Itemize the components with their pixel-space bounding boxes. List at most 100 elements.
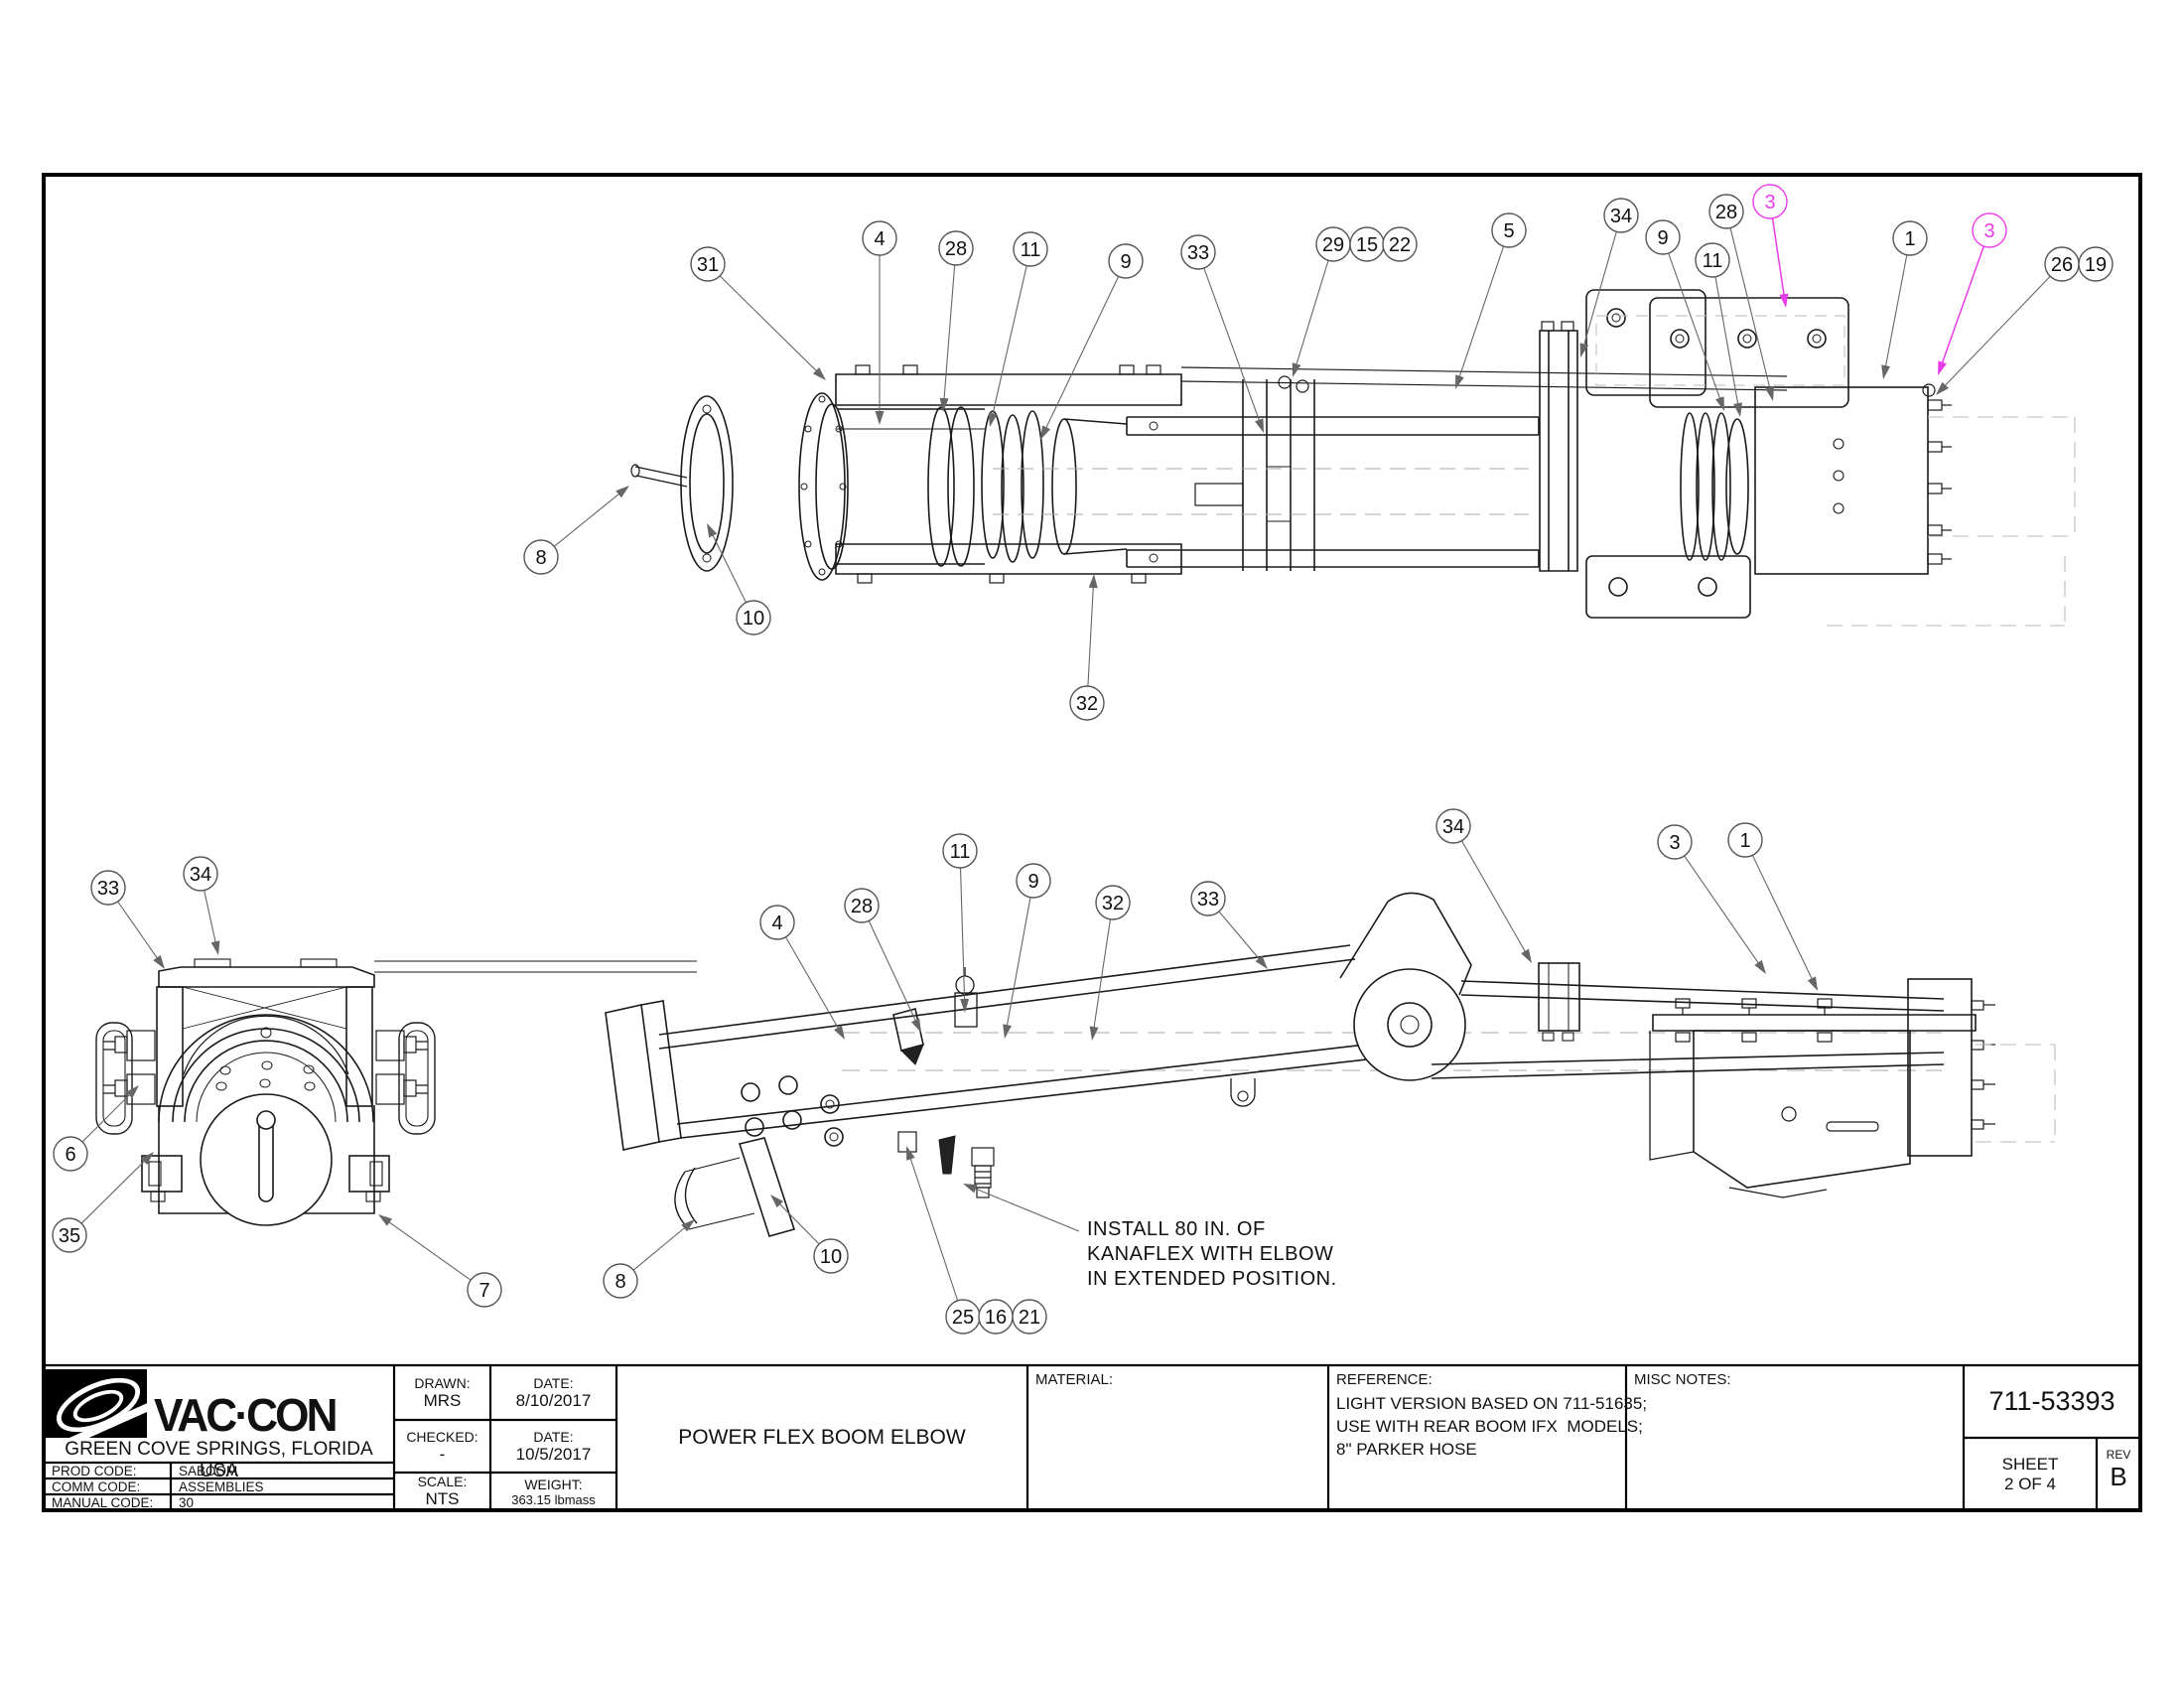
balloon-number-7: 7	[478, 1280, 489, 1302]
balloon-5	[1491, 212, 1527, 248]
misc-notes-label: MISC NOTES:	[1634, 1371, 1731, 1388]
balloon-number-10: 10	[743, 608, 764, 630]
leader-line-34	[1582, 231, 1617, 349]
note-leader-arrow	[963, 1184, 978, 1194]
leader-arrow-33	[1255, 955, 1268, 969]
balloon-number-32: 32	[1076, 693, 1098, 715]
balloon-28	[1708, 194, 1744, 229]
leader-line-29	[1295, 260, 1329, 368]
scale-value: NTS	[425, 1489, 460, 1508]
balloon-number-8: 8	[614, 1271, 625, 1293]
balloon-28	[844, 888, 880, 923]
balloon-34	[1435, 808, 1471, 844]
weight-label: WEIGHT:	[524, 1476, 583, 1492]
leader-line-31	[719, 275, 820, 374]
balloon-11	[1695, 242, 1730, 278]
leader-line-11	[1714, 276, 1739, 408]
title-block-grid	[44, 1363, 2140, 1510]
leader-line-3	[1684, 855, 1761, 967]
leader-line-10	[710, 531, 747, 604]
leader-line-9	[1006, 897, 1031, 1030]
balloon-number-1: 1	[1904, 228, 1915, 250]
leader-arrow-1	[1881, 364, 1891, 379]
drawn-label: DRAWN:	[414, 1374, 471, 1391]
leader-line-9	[1043, 276, 1120, 432]
balloon-9	[1108, 243, 1144, 279]
install-note-line-3: IN EXTENDED POSITION.	[1087, 1268, 1337, 1290]
install-note-line-1: INSTALL 80 IN. OF	[1087, 1218, 1266, 1240]
balloon-34	[1603, 198, 1639, 233]
balloon-number-35: 35	[59, 1225, 80, 1247]
balloon-number-11: 11	[1703, 250, 1723, 272]
balloon-21	[1012, 1299, 1047, 1335]
balloon-number-11: 11	[950, 841, 971, 863]
balloon-32	[1069, 685, 1105, 721]
balloon-9	[1645, 219, 1681, 255]
balloon-number-33: 33	[1187, 242, 1209, 264]
balloon-3	[1657, 824, 1693, 860]
balloon-number-28: 28	[851, 896, 873, 917]
leader-line-5	[1457, 245, 1505, 380]
leader-line-11	[959, 867, 966, 1004]
leader-lines	[80, 217, 2051, 1302]
leader-line-28	[1729, 227, 1772, 392]
side-view	[605, 892, 2056, 1237]
balloon-19	[2078, 246, 2114, 282]
leader-line-7	[385, 1219, 472, 1281]
balloon-number-28: 28	[1715, 202, 1737, 223]
date2-value: 10/5/2017	[515, 1444, 592, 1464]
install-note-line-2: KANAFLEX WITH ELBOW	[1087, 1243, 1334, 1265]
balloon-number-5: 5	[1503, 220, 1514, 242]
leader-line-9	[1668, 252, 1722, 402]
manual-code-value: 30	[179, 1495, 195, 1510]
balloon-33	[1180, 234, 1216, 270]
leader-arrow-10	[770, 1195, 784, 1208]
balloon-number-21: 21	[1019, 1307, 1040, 1329]
drawing-number: 711-53393	[1988, 1386, 2116, 1416]
balloon-33	[90, 870, 126, 906]
leader-arrow-5	[1455, 374, 1464, 389]
leader-line-28	[868, 920, 918, 1025]
weight-value: 363.15 lbmass	[511, 1491, 596, 1507]
leader-line-33	[1203, 267, 1262, 424]
checked-value: -	[439, 1444, 446, 1464]
leader-arrow-34	[210, 940, 220, 955]
leader-line-32	[1092, 918, 1112, 1032]
balloon-number-4: 4	[771, 913, 782, 934]
leader-arrow-1	[1807, 976, 1818, 991]
rev-label: REV	[2106, 1448, 2131, 1462]
leader-line-8	[632, 1224, 688, 1271]
balloon-9	[1016, 863, 1051, 899]
balloon-number-34: 34	[1442, 816, 1464, 838]
balloon-1	[1727, 822, 1763, 858]
balloon-7	[467, 1272, 502, 1308]
leader-arrow-34	[1579, 343, 1589, 357]
leader-arrow-9	[1040, 425, 1051, 440]
balloon-10	[813, 1238, 849, 1274]
balloon-number-32: 32	[1102, 893, 1124, 914]
balloon-number-33: 33	[1197, 889, 1219, 911]
leader-line-8	[553, 491, 622, 547]
leader-arrow-28	[939, 397, 949, 412]
leader-line-4	[785, 936, 841, 1032]
balloon-number-4: 4	[874, 228, 885, 250]
balloon-4	[862, 220, 897, 256]
leader-arrow-26	[1936, 381, 1949, 395]
leader-arrow-35	[140, 1152, 154, 1166]
leader-arrow-31	[812, 366, 826, 380]
balloon-35	[52, 1217, 87, 1253]
balloon-number-26: 26	[2051, 254, 2073, 276]
balloon-number-31: 31	[697, 254, 719, 276]
manual-code-label: MANUAL CODE:	[52, 1495, 154, 1510]
balloon-number-9: 9	[1657, 227, 1668, 249]
leader-line-1	[1751, 855, 1815, 983]
leader-line-32	[1087, 583, 1095, 687]
leader-arrow-8	[615, 486, 629, 498]
balloon-number-28: 28	[945, 238, 967, 260]
date1-label: DATE:	[533, 1374, 574, 1391]
drawing-title: POWER FLEX BOOM ELBOW	[678, 1426, 966, 1449]
leader-arrow-3	[1754, 959, 1766, 974]
front-view	[95, 958, 697, 1226]
balloon-31	[690, 246, 726, 282]
